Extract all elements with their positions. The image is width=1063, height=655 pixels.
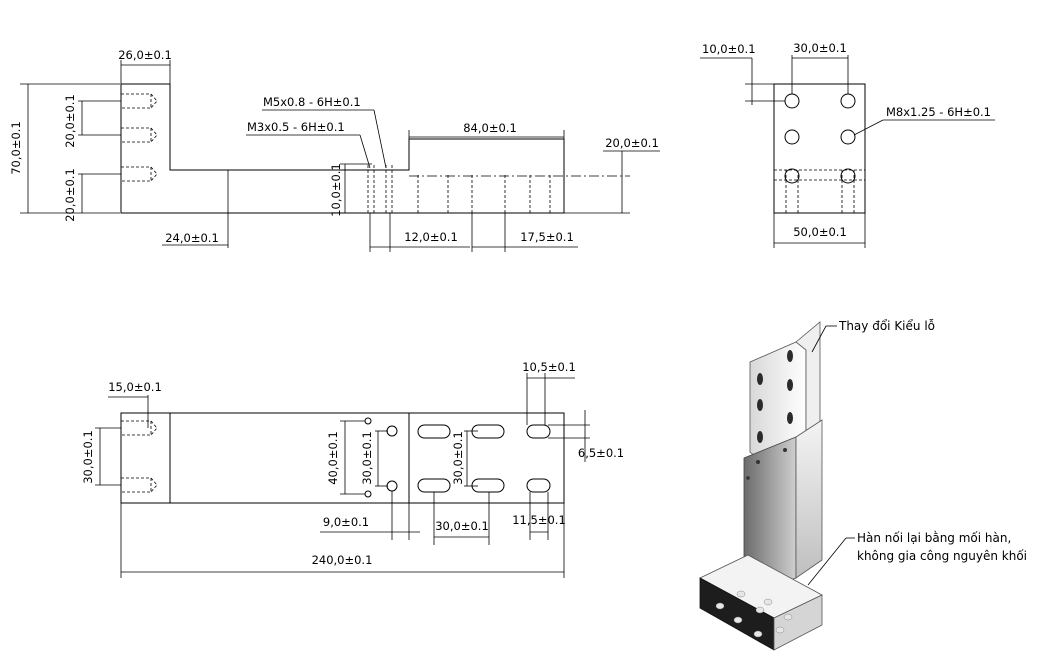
dim-front-thickness: 20,0±0.1 <box>605 136 659 150</box>
dim-front-step: 12,0±0.1 <box>404 230 458 244</box>
dim-front-base-offset: 24,0±0.1 <box>165 231 219 245</box>
front-left-holes <box>120 93 158 182</box>
dim-top-slot-length: 10,5±0.1 <box>522 360 576 374</box>
dim-front-hole-bottom: 20,0±0.1 <box>63 168 77 222</box>
dim-side-offset: 10,0±0.1 <box>702 42 756 56</box>
dim-side-width: 50,0±0.1 <box>793 225 847 239</box>
isometric-view: Thay đổi Kiểu lỗ Hàn nối lại bằng mối hà… <box>699 319 1027 651</box>
dim-front-hole-pitch: 20,0±0.1 <box>63 94 77 148</box>
dim-front-small-height: 10,0±0.1 <box>329 163 343 217</box>
dim-top-slot-width: 6,5±0.1 <box>578 446 624 460</box>
dim-top-offset-9: 9,0±0.1 <box>323 515 369 529</box>
dim-top-total-length: 240,0±0.1 <box>312 553 373 567</box>
top-view: 15,0±0.1 30,0±0.1 10,5±0.1 40,0±0.1 30,0… <box>81 360 624 578</box>
dim-front-top-width: 26,0±0.1 <box>118 48 172 62</box>
dim-top-hole-pitch: 30,0±0.1 <box>81 430 95 484</box>
callout-m5: M5x0.8 - 6H±0.1 <box>263 95 361 109</box>
dim-top-vertical-40: 40,0±0.1 <box>326 431 340 485</box>
front-view: 70,0±0.1 26,0±0.1 20,0±0.1 20,0±0.1 24,0… <box>9 48 660 252</box>
dim-top-vertical-30b: 30,0±0.1 <box>451 431 465 485</box>
dim-front-height: 70,0±0.1 <box>9 121 23 175</box>
dim-top-slot-pitch: 30,0±0.1 <box>435 519 489 533</box>
dim-side-hole-pitch: 30,0±0.1 <box>793 41 847 55</box>
side-view: 30,0±0.1 10,0±0.1 M8x1.25 - 6H±0.1 50,0±… <box>700 41 995 248</box>
callout-m3: M3x0.5 - 6H±0.1 <box>247 120 345 134</box>
callout-m8: M8x1.25 - 6H±0.1 <box>886 105 991 119</box>
note-weld-line1: Hàn nối lại bằng mối hàn, <box>857 531 1011 545</box>
note-weld-line2: không gia công nguyên khối <box>857 549 1027 563</box>
dim-top-edge-offset: 15,0±0.1 <box>108 380 162 394</box>
dim-front-slot-pitch: 17,5±0.1 <box>520 230 574 244</box>
dim-front-slot-length: 84,0±0.1 <box>463 121 517 135</box>
note-change-hole-type: Thay đổi Kiểu lỗ <box>838 319 935 333</box>
dim-top-vertical-30a: 30,0±0.1 <box>360 431 374 485</box>
dim-top-slot-step: 11,5±0.1 <box>512 513 566 527</box>
